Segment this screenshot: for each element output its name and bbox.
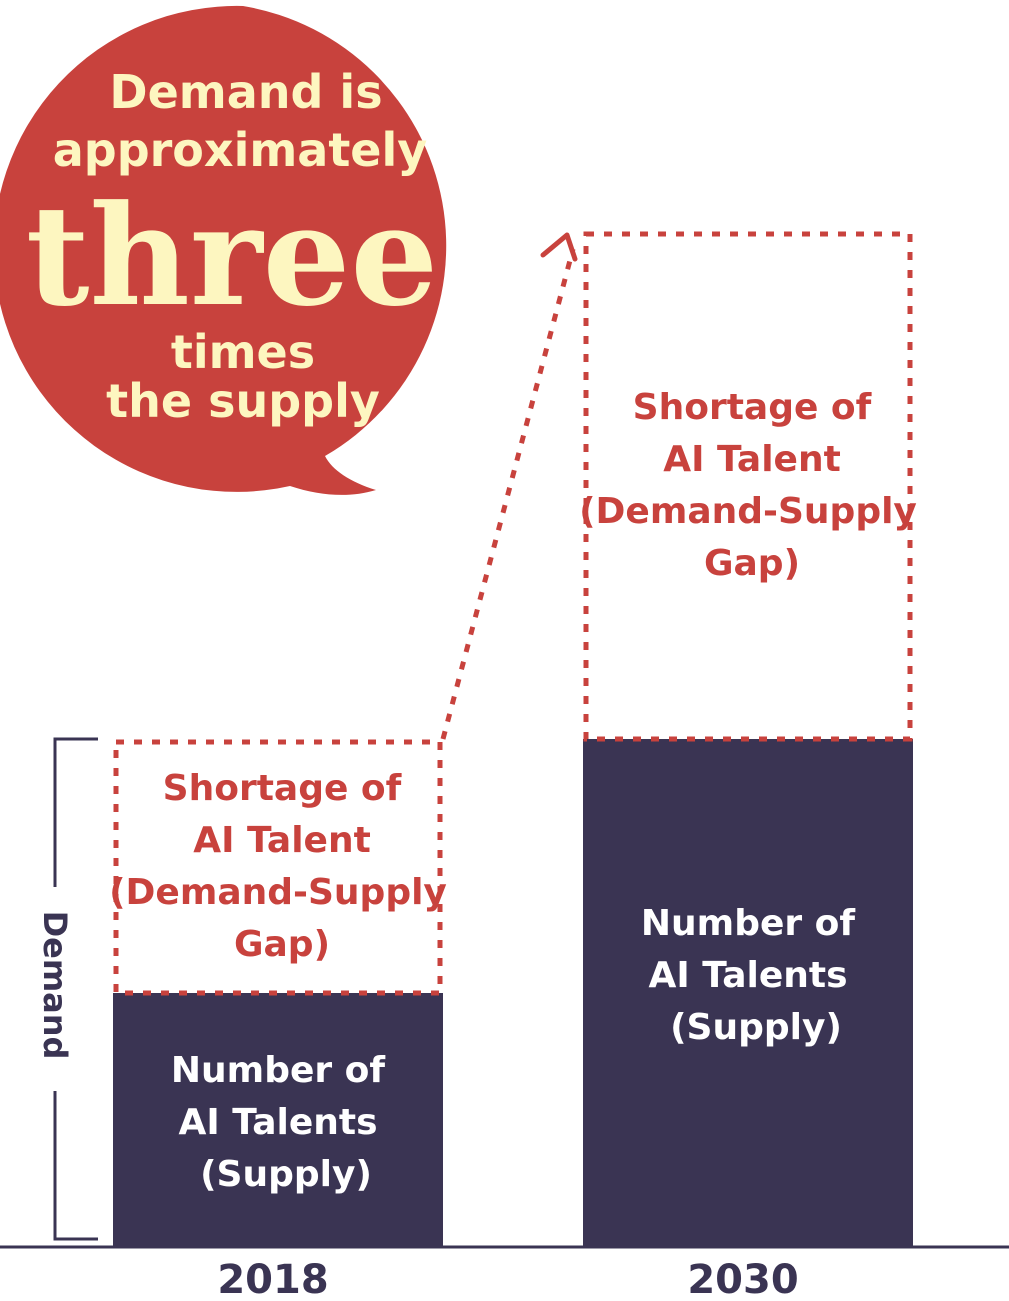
supply-label-2030-line-3: (Supply) (670, 1007, 842, 1048)
gap-box-2030 (583, 231, 913, 742)
bubble-line-1: Demand is (109, 65, 382, 119)
growth-arrow-line (440, 248, 576, 740)
x-tick-label-2030: 2030 (687, 1257, 798, 1301)
bubble-line-2: approximately (53, 123, 428, 177)
gap-label-2018-line-3: (Demand-Supply (109, 872, 447, 913)
gap-label-2030-line-1: Shortage of (633, 387, 872, 428)
supply-label-2018-line-3: (Supply) (200, 1154, 372, 1195)
supply-label-2018-line-2: AI Talents (178, 1102, 377, 1143)
demand-bracket-bottom (53, 1091, 98, 1241)
gap-label-2030-line-2: AI Talent (663, 439, 841, 480)
speech-bubble: Demand is approximately three times the … (0, 5, 447, 495)
gap-box-2018 (113, 739, 443, 996)
speech-bubble-shape (0, 5, 447, 495)
x-tick-label-2018: 2018 (217, 1257, 328, 1301)
supply-label-2030-line-1: Number of (641, 903, 855, 944)
supply-bar-2030 (583, 739, 913, 1247)
growth-arrow-head (540, 232, 578, 262)
growth-arrow (440, 232, 578, 740)
gap-label-2018-line-1: Shortage of (163, 768, 402, 809)
supply-label-2018-line-1: Number of (171, 1050, 385, 1091)
bubble-line-4: the supply (106, 374, 380, 428)
gap-label-2018-line-2: AI Talent (193, 820, 371, 861)
supply-bar-2018 (113, 993, 443, 1247)
bubble-line-3: times (171, 325, 315, 379)
bubble-emphasis: three (26, 174, 438, 337)
demand-bracket: Demand (36, 737, 98, 1241)
demand-bracket-top (53, 737, 98, 887)
supply-label-2030-line-2: AI Talents (648, 955, 847, 996)
gap-label-2030-line-3: (Demand-Supply (579, 491, 917, 532)
demand-label: Demand (36, 911, 74, 1060)
gap-label-2018-line-4: Gap) (234, 924, 330, 965)
gap-label-2030-line-4: Gap) (704, 543, 800, 584)
